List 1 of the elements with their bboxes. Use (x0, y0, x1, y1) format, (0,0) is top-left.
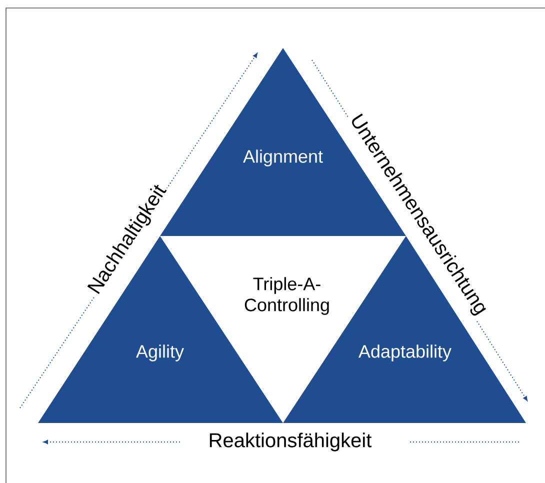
axis-label: Reaktionsfähigkeit (206, 430, 374, 454)
